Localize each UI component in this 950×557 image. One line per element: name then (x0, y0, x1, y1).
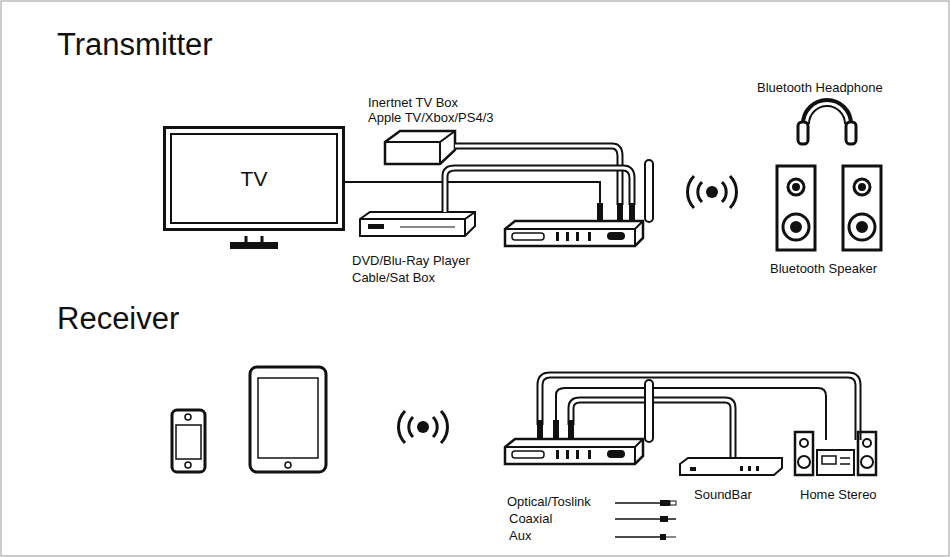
device-label: Apple TV/Xbox/PS4/3 (368, 111, 494, 125)
section-heading: Transmitter (57, 28, 213, 62)
legend-text: Coaxial (509, 512, 552, 526)
device-label: Bluetooth Headphone (757, 81, 883, 95)
device-name: TV (241, 167, 268, 191)
section-heading: Receiver (57, 302, 179, 336)
device-label: DVD/Blu-Ray Player (352, 254, 470, 268)
device-label: Home Stereo (800, 488, 877, 502)
tv-screen: TV (163, 126, 345, 231)
legend-text: Aux (509, 529, 531, 543)
legend-text: Optical/Toslink (507, 495, 591, 509)
device-label: Inertnet TV Box (368, 96, 458, 110)
device-label: Bluetooth Speaker (770, 262, 877, 276)
device-label: SoundBar (694, 488, 752, 502)
device-label: Cable/Sat Box (352, 271, 435, 285)
